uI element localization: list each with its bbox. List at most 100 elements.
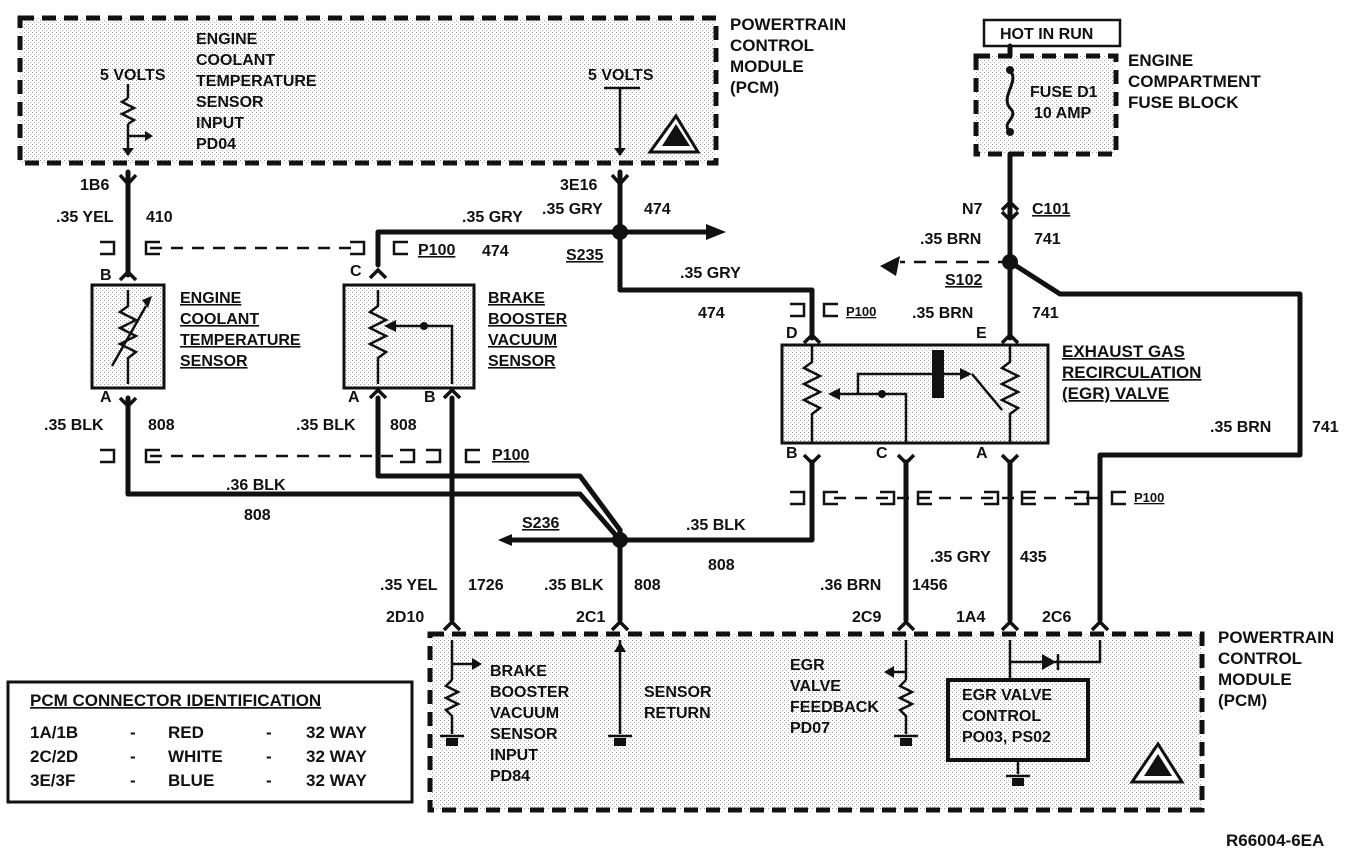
bbv-name-3: VACUUM — [488, 332, 557, 349]
p100-connector-brackets: P100 P100 P100 P100 N7 C101 — [100, 201, 1164, 506]
wire-410-num: 410 — [146, 209, 173, 226]
wire-741-color-a: .35 BRN — [920, 231, 981, 248]
p100-label-egr-bottom: P100 — [1134, 490, 1164, 505]
wire-474-num-a: 474 — [644, 201, 671, 218]
legend-title: PCM CONNECTOR IDENTIFICATION — [30, 691, 321, 710]
wire-808-main-num: 808 — [244, 507, 271, 524]
wire-808-egr-num: 808 — [708, 557, 735, 574]
fuse-block-title-3: FUSE BLOCK — [1128, 93, 1239, 112]
wire-741-color-c: .35 BRN — [1210, 419, 1271, 436]
ect-pin-a: A — [100, 389, 112, 406]
pcm-top-input-2: COOLANT — [196, 52, 275, 69]
sensor-return-2: RETURN — [644, 705, 711, 722]
pcm-top-input-4: SENSOR — [196, 94, 264, 111]
wire-1456-num: 1456 — [912, 577, 948, 594]
ect-name-4: SENSOR — [180, 353, 248, 370]
splice-points: S235 S102 S236 — [522, 224, 1018, 548]
bbv-name-2: BOOSTER — [488, 311, 568, 328]
pcm-top-input-1: ENGINE — [196, 31, 258, 48]
legend-row-1-conn: 1A/1B — [30, 723, 78, 742]
egr-pin-d: D — [786, 325, 798, 342]
egr-pin-e: E — [976, 325, 987, 342]
ect-name-3: TEMPERATURE — [180, 332, 301, 349]
egr-control-1: EGR VALVE — [962, 687, 1052, 704]
legend-row-1-color: RED — [168, 723, 204, 742]
bbv-input-3: VACUUM — [490, 705, 559, 722]
egr-name-3: (EGR) VALVE — [1062, 384, 1169, 403]
wire-808-egr-color: .35 BLK — [686, 517, 746, 534]
ect-pin-b: B — [100, 267, 112, 284]
egr-feedback-1: EGR — [790, 657, 825, 674]
pin-2c9: 2C9 — [852, 609, 881, 626]
figure-id: R66004-6EA — [1226, 831, 1324, 850]
wire-474-color-a: .35 GRY — [462, 209, 523, 226]
pcm-top-module: POWERTRAIN CONTROL MODULE (PCM) ENGINE C… — [17, 15, 846, 194]
fuse-block-title-2: COMPARTMENT — [1128, 72, 1261, 91]
wire-410-color: .35 YEL — [56, 209, 114, 226]
wire-labels: .35 YEL 410 .35 GRY .35 GRY 474 474 .35 … — [44, 201, 1339, 594]
connector-legend: PCM CONNECTOR IDENTIFICATION 1A/1B - RED… — [6, 680, 414, 804]
s102-label: S102 — [945, 272, 982, 289]
egr-control-3: PO03, PS02 — [962, 729, 1051, 746]
fuse-rating: 10 AMP — [1034, 105, 1092, 122]
pin-2c1: 2C1 — [576, 609, 605, 626]
legend-row-2-ways: 32 WAY — [306, 747, 367, 766]
p100-label-egr-top: P100 — [846, 304, 876, 319]
fuse-block-title-1: ENGINE — [1128, 51, 1193, 70]
splice-s235 — [612, 224, 628, 240]
wire-808-main-color: .36 BLK — [226, 477, 286, 494]
wire-741-num-a: 741 — [1034, 231, 1061, 248]
bbv-name-1: BRAKE — [488, 290, 545, 307]
bbv-input-6: PD84 — [490, 768, 530, 785]
wire-808-ect-num: 808 — [148, 417, 175, 434]
legend-row-2-dash2: - — [266, 747, 272, 766]
wire-474-num-b: 474 — [482, 243, 509, 260]
wire-474-color-c: .35 GRY — [680, 265, 741, 282]
splice-s236 — [612, 532, 628, 548]
pcm-bottom-title-2: CONTROL — [1218, 649, 1302, 668]
pcm-bottom-title-3: MODULE — [1218, 670, 1292, 689]
pcm-top-title-3: MODULE — [730, 57, 804, 76]
pin-2d10: 2D10 — [386, 609, 424, 626]
wire-808-bbv-color: .35 BLK — [296, 417, 356, 434]
wire-1456-color: .36 BRN — [820, 577, 881, 594]
connector-pins — [118, 173, 1110, 632]
wire-741-num-c: 741 — [1312, 419, 1339, 436]
pcm-top-input-3: TEMPERATURE — [196, 73, 317, 90]
pin-1a4: 1A4 — [956, 609, 985, 626]
egr-pin-c: C — [876, 445, 888, 462]
fuse-block: HOT IN RUN FUSE D1 10 AMP ENGINE COMPART… — [973, 18, 1261, 157]
bbv-input-5: INPUT — [490, 747, 538, 764]
wire-741-color-b: .35 BRN — [912, 305, 973, 322]
pin-2c6: 2C6 — [1042, 609, 1071, 626]
wire-474-num-c: 474 — [698, 305, 725, 322]
legend-row-2-color: WHITE — [168, 747, 223, 766]
splice-s102 — [1002, 254, 1018, 270]
bbv-pin-a: A — [348, 389, 360, 406]
egr-feedback-4: PD07 — [790, 720, 830, 737]
legend-row-3-ways: 32 WAY — [306, 771, 367, 790]
legend-row-3-conn: 3E/3F — [30, 771, 75, 790]
wire-741-num-b: 741 — [1032, 305, 1059, 322]
bbv-sensor: C A B BRAKE BOOSTER VACUUM SENSOR — [342, 263, 568, 406]
wire-808-ect-color: .35 BLK — [44, 417, 104, 434]
egr-valve: D E B C A EXHAUST GAS RECIRCULATION (EGR… — [780, 325, 1201, 462]
pcm-bottom-title-4: (PCM) — [1218, 691, 1267, 710]
bbv-name-4: SENSOR — [488, 353, 556, 370]
pcm-bottom-module: 2D10 2C1 2C9 1A4 2C6 POWERTRAIN CONTROL … — [386, 609, 1334, 813]
bbv-pin-b: B — [424, 389, 436, 406]
p100-label-top: P100 — [418, 242, 455, 259]
legend-row-2-dash1: - — [130, 747, 136, 766]
wire-435-num: 435 — [1020, 549, 1047, 566]
sensor-return-1: SENSOR — [644, 684, 712, 701]
wire-808-ret-num: 808 — [634, 577, 661, 594]
pcm-bottom-title-1: POWERTRAIN — [1218, 628, 1334, 647]
pin-1b6: 1B6 — [80, 177, 109, 194]
legend-row-1-ways: 32 WAY — [306, 723, 367, 742]
egr-pin-a: A — [976, 445, 988, 462]
legend-row-3-dash1: - — [130, 771, 136, 790]
ect-sensor: B A ENGINE COOLANT TEMPERATURE SENSOR — [90, 267, 301, 406]
egr-feedback-2: VALVE — [790, 678, 841, 695]
vref-right-label: 5 VOLTS — [588, 67, 654, 84]
hot-in-run-label: HOT IN RUN — [1000, 26, 1093, 43]
